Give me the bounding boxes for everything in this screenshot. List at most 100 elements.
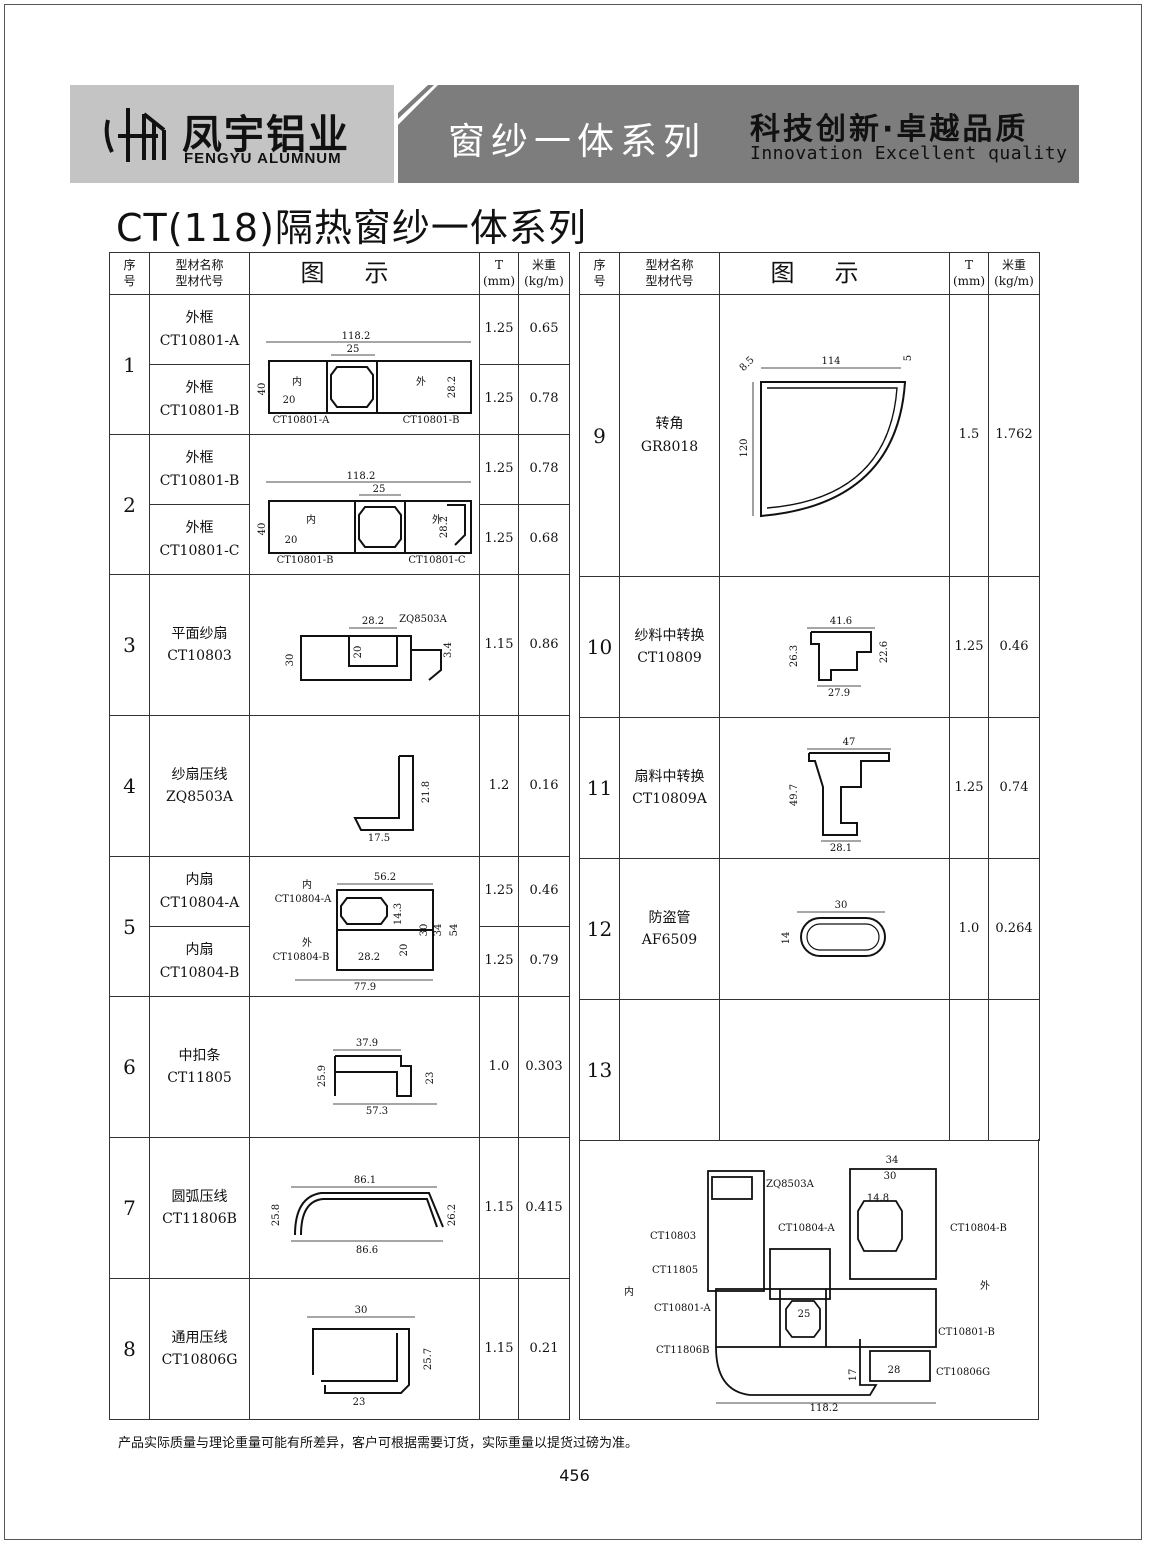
svg-text:25: 25 bbox=[346, 344, 359, 355]
row-number: 8 bbox=[109, 1278, 150, 1420]
svg-text:118.2: 118.2 bbox=[810, 1403, 839, 1414]
svg-text:27.9: 27.9 bbox=[827, 688, 849, 699]
svg-text:CT10801-A: CT10801-A bbox=[654, 1303, 712, 1314]
svg-text:118.2: 118.2 bbox=[346, 471, 375, 482]
svg-text:外: 外 bbox=[302, 937, 312, 949]
svg-text:CT10801-A: CT10801-A bbox=[272, 415, 330, 425]
t-value: 1.25 bbox=[479, 856, 519, 927]
page-number: 456 bbox=[559, 1466, 590, 1485]
svg-text:CT10801-C: CT10801-C bbox=[408, 555, 466, 565]
table-header: 序 号 型材名称 型材代号 图示 T (mm) 米重 (kg/m) bbox=[109, 252, 570, 295]
col-figure: 图示 bbox=[249, 252, 480, 295]
svg-text:86.1: 86.1 bbox=[353, 1175, 375, 1186]
series-name: 窗纱一体系列 bbox=[448, 120, 706, 163]
slogan: 科技创新·卓越品质 bbox=[750, 112, 1029, 147]
row-number: 1 bbox=[109, 294, 150, 435]
weight-value: 0.303 bbox=[518, 996, 570, 1138]
svg-text:57.3: 57.3 bbox=[365, 1106, 387, 1117]
profile-figure: 28.2 ZQ8503A 30 20 3.4 bbox=[249, 574, 480, 716]
profile-figure: 30 14 bbox=[719, 858, 950, 1000]
svg-text:CT10804-A: CT10804-A bbox=[778, 1223, 836, 1234]
col-figure: 图示 bbox=[719, 252, 950, 295]
table-header: 序 号 型材名称 型材代号 图示 T (mm) 米重 (kg/m) bbox=[579, 252, 1040, 295]
svg-text:40: 40 bbox=[257, 522, 268, 535]
svg-text:37.9: 37.9 bbox=[355, 1038, 377, 1049]
assembly-drawing: ZQ8503A 34 30 14.8 CT10803 CT10804-A CT1… bbox=[579, 1139, 1039, 1420]
svg-text:34: 34 bbox=[886, 1155, 899, 1166]
col-weight: 米重 (kg/m) bbox=[518, 252, 570, 295]
svg-text:41.6: 41.6 bbox=[829, 616, 851, 627]
svg-text:34: 34 bbox=[433, 923, 444, 936]
svg-text:内: 内 bbox=[302, 878, 312, 891]
svg-text:21.8: 21.8 bbox=[421, 781, 432, 803]
col-t: T (mm) bbox=[479, 252, 519, 295]
svg-text:14.3: 14.3 bbox=[393, 902, 404, 924]
t-value: 1.25 bbox=[479, 294, 519, 365]
t-value: 1.0 bbox=[479, 996, 519, 1138]
svg-text:CT10806G: CT10806G bbox=[936, 1367, 990, 1378]
svg-text:25: 25 bbox=[798, 1309, 811, 1320]
page-title: CT(118)隔热窗纱一体系列 bbox=[116, 206, 587, 250]
col-t: T (mm) bbox=[949, 252, 989, 295]
svg-text:77.9: 77.9 bbox=[353, 982, 375, 992]
t-value: 1.25 bbox=[479, 364, 519, 435]
svg-text:CT11806B: CT11806B bbox=[656, 1345, 709, 1356]
svg-text:25.8: 25.8 bbox=[271, 1204, 282, 1226]
footnote: 产品实际质量与理论重量可能有所差异，客户可根据需要订货，实际重量以提货过磅为准。 bbox=[118, 1436, 639, 1451]
svg-text:20: 20 bbox=[353, 646, 364, 659]
table-row: 13 bbox=[579, 999, 1040, 1141]
svg-text:CT10801-B: CT10801-B bbox=[938, 1327, 995, 1338]
svg-text:CT10803: CT10803 bbox=[650, 1231, 696, 1242]
svg-text:CT10804-B: CT10804-B bbox=[950, 1223, 1007, 1234]
svg-text:ZQ8503A: ZQ8503A bbox=[766, 1179, 815, 1190]
svg-text:内: 内 bbox=[292, 375, 302, 388]
profile-figure: 37.9 25.9 23 57.3 bbox=[249, 996, 480, 1138]
svg-text:30: 30 bbox=[884, 1171, 897, 1182]
profile-figure: 114 5 8.5 120 bbox=[719, 294, 950, 577]
svg-text:28.2: 28.2 bbox=[357, 952, 379, 963]
row-number: 12 bbox=[579, 858, 620, 1000]
svg-text:CT10801-B: CT10801-B bbox=[276, 555, 333, 565]
weight-value: 0.21 bbox=[518, 1278, 570, 1420]
svg-text:86.6: 86.6 bbox=[355, 1245, 377, 1256]
svg-text:30: 30 bbox=[419, 923, 430, 936]
col-no: 序 号 bbox=[109, 252, 150, 295]
profile-figure: 30 25.7 23 bbox=[249, 1278, 480, 1420]
svg-text:28.1: 28.1 bbox=[829, 843, 851, 853]
t-value: 1.5 bbox=[949, 294, 989, 577]
svg-text:CT10804-B: CT10804-B bbox=[272, 952, 329, 963]
svg-text:17.5: 17.5 bbox=[367, 833, 389, 844]
svg-text:40: 40 bbox=[257, 382, 268, 395]
svg-text:30: 30 bbox=[285, 654, 296, 667]
svg-text:14.8: 14.8 bbox=[867, 1193, 889, 1204]
svg-text:20: 20 bbox=[282, 395, 295, 406]
profile-name bbox=[619, 999, 720, 1141]
weight-value: 0.79 bbox=[518, 926, 570, 997]
svg-text:CT11805: CT11805 bbox=[652, 1265, 698, 1276]
row-number: 3 bbox=[109, 574, 150, 716]
brand-name: 凤宇铝业 bbox=[182, 112, 350, 158]
svg-text:CT10801-B: CT10801-B bbox=[402, 415, 459, 425]
t-value: 1.2 bbox=[479, 715, 519, 857]
col-name: 型材名称 型材代号 bbox=[149, 252, 250, 295]
weight-value: 0.74 bbox=[988, 717, 1040, 859]
svg-text:30: 30 bbox=[834, 900, 847, 911]
t-value: 1.25 bbox=[949, 717, 989, 859]
slogan-en: Innovation Excellent quality bbox=[750, 143, 1068, 164]
t-value: 1.25 bbox=[479, 504, 519, 575]
weight-value: 0.65 bbox=[518, 294, 570, 365]
profile-figure: 41.6 26.3 22.6 27.9 bbox=[719, 576, 950, 718]
row-number: 10 bbox=[579, 576, 620, 718]
